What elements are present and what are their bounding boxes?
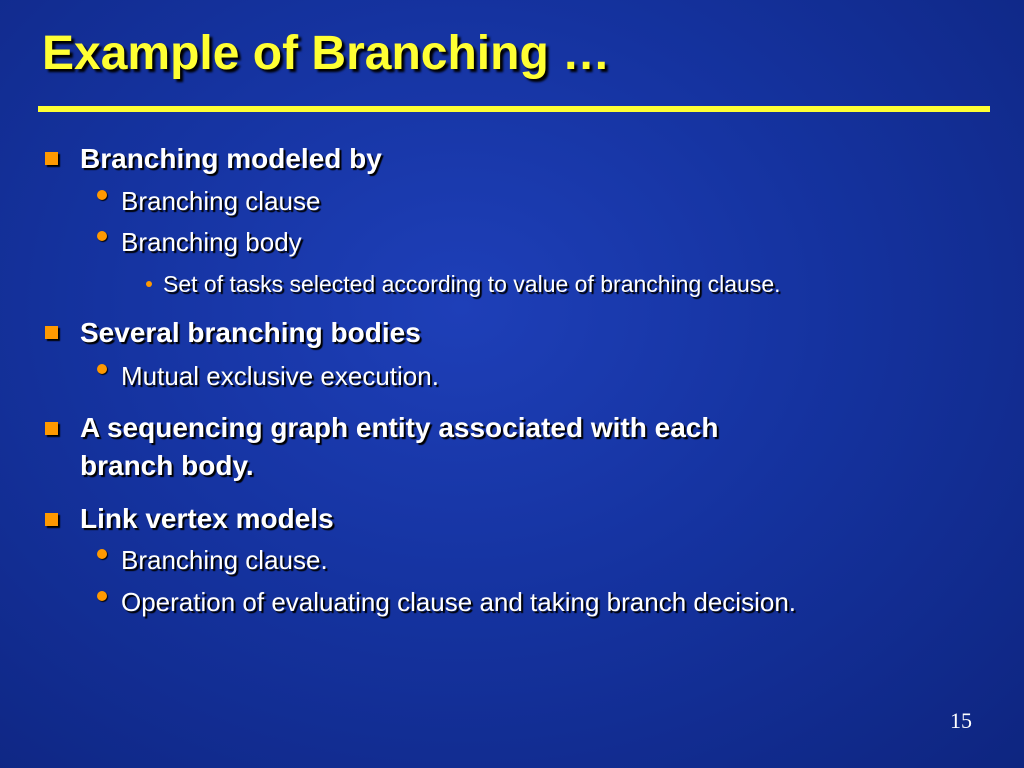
dot-bullet-icon bbox=[97, 231, 107, 241]
sub-bullet-text: Operation of evaluating clause and takin… bbox=[121, 587, 796, 617]
square-bullet-icon bbox=[45, 513, 58, 526]
small-dot-bullet-icon bbox=[146, 281, 152, 287]
bullet-text: Several branching bodies bbox=[80, 317, 421, 348]
bullet-text-continuation: branch body. bbox=[80, 450, 254, 481]
bullet-text: A sequencing graph entity associated wit… bbox=[80, 412, 719, 443]
square-bullet-icon bbox=[45, 422, 58, 435]
sub-bullet-text: Mutual exclusive execution. bbox=[121, 361, 439, 391]
sub-bullet-text: Branching clause. bbox=[121, 545, 328, 575]
sub-bullet-text: Branching clause bbox=[121, 186, 321, 216]
dot-bullet-icon bbox=[97, 549, 107, 559]
slide-title: Example of Branching … bbox=[42, 27, 611, 80]
title-underline bbox=[38, 106, 990, 112]
sub-bullet-text: Branching body bbox=[121, 227, 302, 257]
square-bullet-icon bbox=[45, 152, 58, 165]
bullet-text: Branching modeled by bbox=[80, 143, 382, 174]
dot-bullet-icon bbox=[97, 364, 107, 374]
dot-bullet-icon bbox=[97, 190, 107, 200]
dot-bullet-icon bbox=[97, 591, 107, 601]
square-bullet-icon bbox=[45, 326, 58, 339]
sub-sub-bullet-text: Set of tasks selected according to value… bbox=[163, 271, 781, 297]
page-number: 15 bbox=[950, 708, 972, 733]
bullet-text: Link vertex models bbox=[80, 503, 334, 534]
